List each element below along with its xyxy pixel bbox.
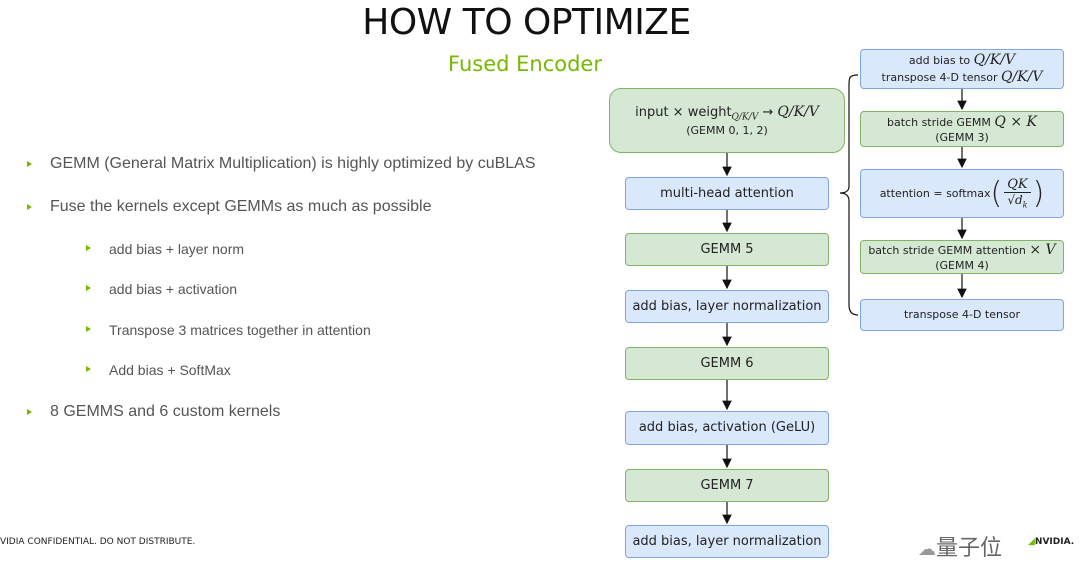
flow-node-bias-layernorm-2: add bias, layer normalization <box>625 525 829 558</box>
slide-subtitle: Fused Encoder <box>448 52 602 76</box>
flow-node-input-gemm: input × weightQ/K/V → Q/K/V (GEMM 0, 1, … <box>609 88 845 153</box>
bullet-marker-icon <box>86 285 91 291</box>
watermark: ☁量子位 <box>918 536 1003 561</box>
detail-node-transpose: transpose 4-D tensor <box>860 299 1064 331</box>
detail-node-gemm3: batch stride GEMM Q × K (GEMM 3) <box>860 111 1064 147</box>
bullet-marker-icon <box>86 326 91 332</box>
nvidia-eye-icon: ◢ <box>1028 537 1035 547</box>
flow-node-gemm5: GEMM 5 <box>625 233 829 266</box>
flow-node-bias-layernorm-1: add bias, layer normalization <box>625 290 829 323</box>
sub-bullet-activation: add bias + activation <box>109 281 238 297</box>
flow-node-bias-activation: add bias, activation (GeLU) <box>625 411 829 445</box>
wechat-icon: ☁ <box>918 539 936 560</box>
bullet-marker-icon <box>27 161 32 167</box>
detail-node-gemm4: batch stride GEMM attention × V (GEMM 4) <box>860 240 1064 274</box>
slide-title: HOW TO OPTIMIZE <box>362 2 691 43</box>
bullet-marker-icon <box>86 366 91 372</box>
flow-node-gemm6: GEMM 6 <box>625 347 829 380</box>
nvidia-logo: ◢NVIDIA. <box>1028 537 1075 547</box>
bullet-marker-icon <box>86 245 91 251</box>
bullet-marker-icon <box>27 409 32 415</box>
detail-node-softmax: attention = softmax ( QK √dk ) <box>860 169 1064 218</box>
bullet-gemm-cublas: GEMM (General Matrix Multiplication) is … <box>50 155 536 172</box>
flow-node-multi-head-attention: multi-head attention <box>625 177 829 210</box>
confidential-footer: VIDIA CONFIDENTIAL. DO NOT DISTRIBUTE. <box>0 537 196 547</box>
bullet-marker-icon <box>27 204 32 210</box>
flow-node-gemm7: GEMM 7 <box>625 469 829 502</box>
bullet-gemm-count: 8 GEMMS and 6 custom kernels <box>50 403 281 420</box>
detail-node-bias-transpose: add bias to Q/K/V transpose 4-D tensor Q… <box>860 49 1064 89</box>
brace-icon <box>839 74 859 316</box>
sub-bullet-softmax: Add bias + SoftMax <box>109 362 231 378</box>
sub-bullet-layer-norm: add bias + layer norm <box>109 241 245 257</box>
sub-bullet-transpose: Transpose 3 matrices together in attenti… <box>109 322 371 338</box>
bullet-fuse-kernels: Fuse the kernels except GEMMs as much as… <box>50 198 432 215</box>
